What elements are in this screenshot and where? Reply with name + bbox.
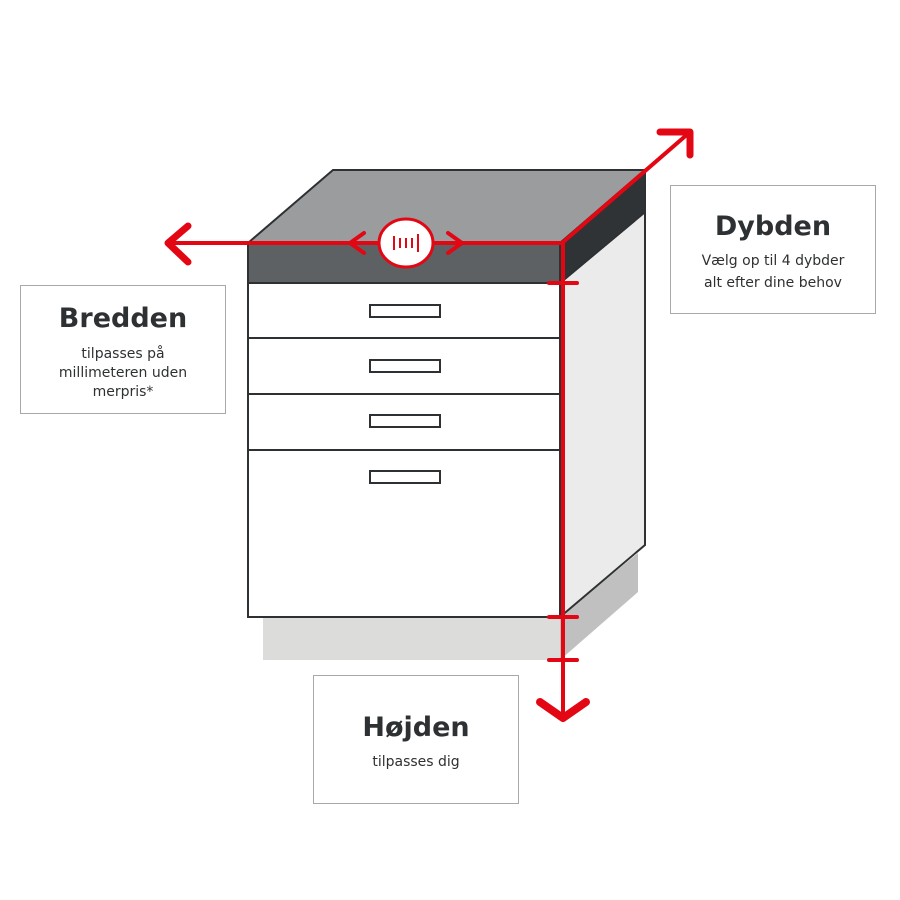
- depth-title: Dybden: [715, 211, 831, 242]
- ruler-badge-icon: [377, 217, 435, 269]
- width-text: tilpasses på: [81, 345, 164, 362]
- width-text: millimeteren uden: [59, 365, 187, 381]
- depth-info-box: Dybden Vælg op til 4 dybder alt efter di…: [670, 185, 876, 314]
- drawer-handle: [369, 470, 441, 484]
- drawer-handle: [369, 304, 441, 318]
- depth-line: [560, 130, 692, 245]
- depth-text: alt efter dine behov: [704, 275, 842, 291]
- arrow-right-icon: [446, 231, 464, 255]
- height-title: Højden: [362, 712, 469, 743]
- arrow-left-icon: [348, 231, 366, 255]
- plinth-side: [560, 553, 638, 660]
- height-arrow-icon: [536, 698, 590, 722]
- height-info-box: Højden tilpasses dig: [313, 675, 519, 804]
- drawer-handle: [369, 359, 441, 373]
- height-text: tilpasses dig: [372, 754, 459, 770]
- width-text: merpris*: [93, 384, 154, 400]
- width-arrow-icon: [164, 222, 192, 266]
- width-title: Bredden: [59, 303, 187, 334]
- width-info-box: Bredden tilpasses på millimeteren uden m…: [20, 285, 226, 414]
- plinth-front: [263, 617, 561, 660]
- depth-text: Vælg op til 4 dybder: [702, 253, 845, 269]
- depth-arrow-icon: [656, 128, 694, 159]
- drawer-handle: [369, 414, 441, 428]
